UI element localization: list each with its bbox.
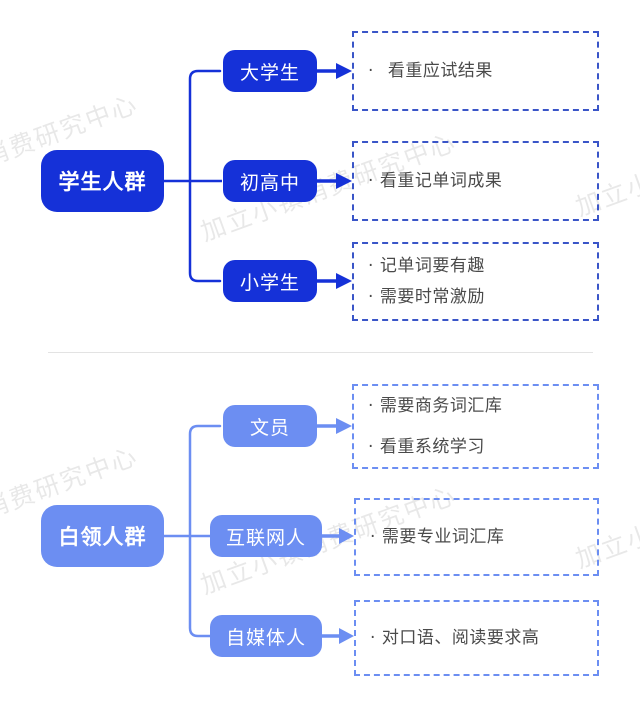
bullet-icon: ·: [368, 436, 374, 457]
detail-text: 需要时常激励: [379, 286, 485, 307]
detail-line: ·看重系统学习: [368, 436, 597, 457]
detail-text: 需要专业词汇库: [381, 526, 505, 547]
bullet-icon: ·: [368, 255, 374, 276]
child-node-primary-school[interactable]: 小学生: [223, 260, 317, 302]
detail-box-middle-high-school: ·看重记单词成果: [352, 141, 599, 221]
detail-line: ·看重记单词成果: [368, 170, 597, 191]
child-node-self-media[interactable]: 自媒体人: [210, 615, 322, 657]
bullet-icon: ·: [370, 627, 376, 648]
child-node-label: 初高中: [239, 171, 300, 194]
connector-lines-whitecollar: [163, 418, 354, 644]
detail-box-primary-school: ·记单词要有趣 ·需要时常激励: [352, 242, 599, 321]
root-node-label: 白领人群: [58, 525, 147, 549]
detail-box-clerk: ·需要商务词汇库 ·看重系统学习: [352, 384, 599, 469]
child-node-middle-high-school[interactable]: 初高中: [223, 160, 317, 202]
child-node-label: 文员: [249, 416, 290, 439]
root-node-students[interactable]: 学生人群: [41, 150, 164, 212]
detail-line: ·需要专业词汇库: [370, 526, 597, 547]
connector-lines-students: [163, 63, 352, 289]
detail-text: 看重应试结果: [387, 60, 493, 81]
child-node-label: 自媒体人: [225, 626, 306, 649]
bullet-icon: ·: [368, 395, 374, 416]
detail-box-university: · 看重应试结果: [352, 31, 599, 111]
child-node-label: 互联网人: [225, 526, 306, 549]
root-node-label: 学生人群: [58, 170, 147, 194]
detail-text: 看重系统学习: [379, 436, 485, 457]
child-node-internet-worker[interactable]: 互联网人: [210, 515, 322, 557]
detail-text: 记单词要有趣: [379, 255, 485, 276]
child-node-university[interactable]: 大学生: [223, 50, 317, 92]
detail-text: 看重记单词成果: [379, 170, 503, 191]
detail-line: ·对口语、阅读要求高: [370, 627, 597, 648]
detail-line: · 看重应试结果: [368, 60, 597, 81]
detail-line: ·需要时常激励: [368, 286, 597, 307]
section-students: 学生人群 大学生 初高中 小学生 ·看重应试结果 ·看重记单词成果 ·记单词要有…: [0, 0, 640, 352]
child-node-label: 大学生: [239, 61, 300, 84]
child-node-label: 小学生: [239, 271, 300, 294]
root-node-whitecollar[interactable]: 白领人群: [41, 505, 164, 567]
detail-box-self-media: ·对口语、阅读要求高: [354, 600, 599, 676]
detail-text: 需要商务词汇库: [379, 395, 503, 416]
detail-line: ·需要商务词汇库: [368, 395, 597, 416]
bullet-icon: ·: [370, 526, 376, 547]
child-node-clerk[interactable]: 文员: [223, 405, 317, 447]
bullet-icon: ·: [368, 286, 374, 307]
detail-box-internet-worker: ·需要专业词汇库: [354, 498, 599, 576]
section-whitecollar: 白领人群 文员 互联网人 自媒体人 ·需要商务词汇库 ·看重系统学习 ·需要专业…: [0, 353, 640, 705]
detail-text: 对口语、阅读要求高: [381, 627, 540, 648]
detail-line: ·记单词要有趣: [368, 255, 597, 276]
bullet-icon: ·: [368, 170, 374, 191]
section-divider: [48, 352, 593, 353]
bullet-icon: ·: [368, 60, 374, 81]
